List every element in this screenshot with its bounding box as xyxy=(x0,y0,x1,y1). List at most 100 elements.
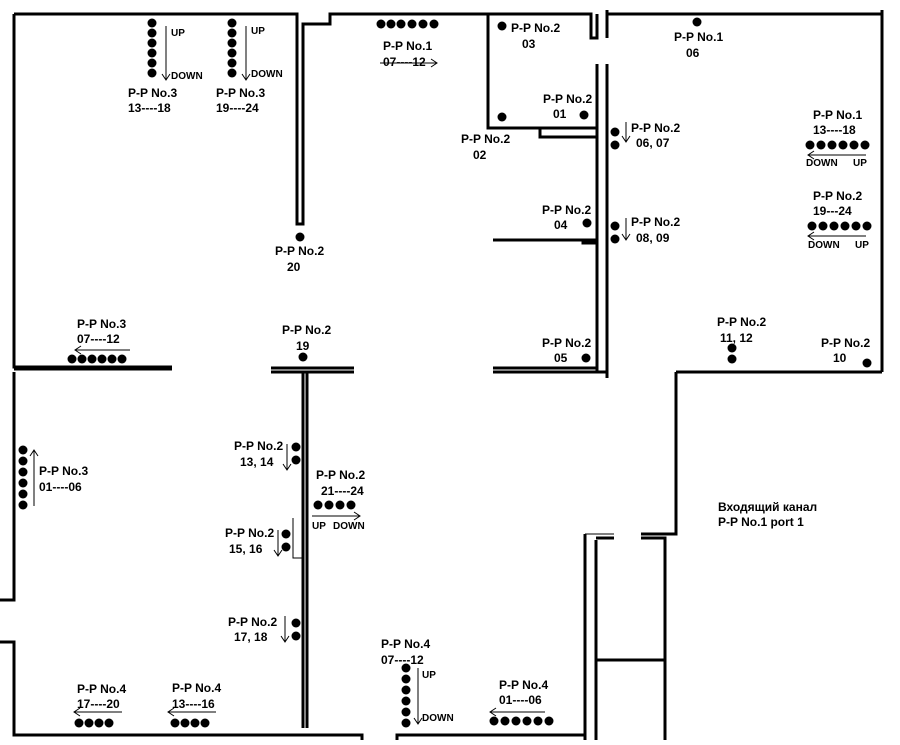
arrow-right-pp1-0712 xyxy=(380,58,438,68)
wall-corridor-right xyxy=(641,372,678,536)
label-up: UP xyxy=(422,670,436,681)
arrow-down-pp4-0712 xyxy=(413,668,423,725)
arrow-down-pp2-0809 xyxy=(621,218,631,241)
label-pp3-0712-name: P-P No.3 xyxy=(77,317,126,331)
label-pp2-2124-name: P-P No.2 xyxy=(316,468,365,482)
arrow-down-pp3-1318 xyxy=(161,26,171,81)
label-pp2-1718-ports: 17, 18 xyxy=(234,630,268,644)
label-pp2-1516-ports: 15, 16 xyxy=(229,542,263,556)
dots-pp1-0712 xyxy=(376,19,439,29)
label-pp2-1112-name: P-P No.2 xyxy=(717,315,766,329)
label-up: UP xyxy=(853,158,867,169)
arrow-left-pp4-1316 xyxy=(167,707,216,717)
label-pp2-0809-ports: 08, 09 xyxy=(636,231,670,245)
wall-room-04-bottom xyxy=(493,238,597,245)
dot-pp2-05 xyxy=(581,353,591,363)
label-pp2-04-ports: 04 xyxy=(554,218,568,232)
label-pp2-10-name: P-P No.2 xyxy=(821,336,870,350)
wall-room-0301 xyxy=(486,14,597,130)
label-down: DOWN xyxy=(171,71,203,82)
label-pp2-1924-ports: 19---24 xyxy=(813,204,852,218)
label-pp3-1318-ports: 13----18 xyxy=(128,101,171,115)
arrow-left-pp4-0106 xyxy=(489,707,545,717)
label-pp2-1718-name: P-P No.2 xyxy=(228,615,277,629)
label-pp2-05-ports: 05 xyxy=(554,351,568,365)
dots-pp1-1318 xyxy=(805,140,870,150)
dots-pp4-1316 xyxy=(170,718,210,728)
label-pp1-1318-ports: 13----18 xyxy=(813,123,856,137)
label-pp2-10-ports: 10 xyxy=(833,351,847,365)
dots-pp2-1924 xyxy=(807,221,872,231)
label-pp2-05-name: P-P No.2 xyxy=(542,336,591,350)
dots-pp3-1924 xyxy=(227,18,237,78)
wall-column-double xyxy=(595,64,609,378)
arrow-left-pp1-1318 xyxy=(807,150,866,160)
label-up: UP xyxy=(312,521,326,532)
label-pp2-01-name: P-P No.2 xyxy=(543,92,592,106)
arrow-down-pp2-1516 xyxy=(273,530,283,557)
dot-pp2-01 xyxy=(579,110,589,120)
label-pp2-2124-ports: 21----24 xyxy=(321,484,364,498)
dots-pp2-2124 xyxy=(313,500,356,510)
wall-block-top xyxy=(596,536,667,740)
label-pp2-1924-name: P-P No.2 xyxy=(813,189,862,203)
dots-pp4-1720 xyxy=(74,718,114,728)
label-pp4-1316-ports: 13----16 xyxy=(172,697,215,711)
label-pp2-02-ports: 02 xyxy=(473,148,487,162)
arrow-down-pp3-1924 xyxy=(241,26,251,81)
dots-pp2-0607 xyxy=(610,127,620,150)
dot-pp2-10 xyxy=(862,358,872,368)
arrow-left-pp4-1720 xyxy=(73,707,122,717)
label-pp1-06-name: P-P No.1 xyxy=(674,30,723,44)
wall-left-lower xyxy=(0,372,16,602)
label-pp1-06-ports: 06 xyxy=(686,46,700,60)
dots-pp2-1718 xyxy=(291,618,301,641)
arrow-up-pp3-0106 xyxy=(29,449,39,506)
label-pp3-1924-name: P-P No.3 xyxy=(216,86,265,100)
label-pp3-1924-ports: 19----24 xyxy=(216,101,259,115)
label-pp2-1314-ports: 13, 14 xyxy=(240,455,274,469)
wall-bottom-step xyxy=(303,733,364,740)
label-pp4-1720-ports: 17----20 xyxy=(77,697,120,711)
dots-pp2-1112 xyxy=(727,343,737,364)
arrow-right-pp2-2124 xyxy=(312,511,361,521)
label-pp2-0607-name: P-P No.2 xyxy=(631,121,680,135)
arrow-down-pp2-1718 xyxy=(280,616,290,643)
dots-pp2-1314 xyxy=(291,442,301,465)
dot-pp2-04 xyxy=(582,218,592,228)
label-down: DOWN xyxy=(333,521,365,532)
label-pp2-1112-ports: 11, 12 xyxy=(720,331,753,345)
wall-block-left xyxy=(583,534,598,740)
label-pp3-1318-name: P-P No.3 xyxy=(128,86,177,100)
label-pp2-0809-name: P-P No.2 xyxy=(631,215,680,229)
label-pp4-0712-ports: 07----12 xyxy=(381,653,424,667)
label-pp4-1316-name: P-P No.4 xyxy=(172,681,221,695)
wall-top-right xyxy=(607,10,884,16)
dot-pp2-02 xyxy=(497,112,507,122)
label-pp1-0712-name: P-P No.1 xyxy=(383,39,432,53)
label-pp2-19-ports: 19 xyxy=(296,339,310,353)
arrow-down-pp2-0607 xyxy=(621,122,631,143)
walls xyxy=(0,10,884,740)
label-down: DOWN xyxy=(808,240,840,251)
label-incoming-line2: P-P No.1 port 1 xyxy=(718,515,804,529)
wall-mid-center xyxy=(271,366,354,374)
dots-pp3-0106 xyxy=(18,445,28,510)
dot-pp2-03 xyxy=(497,21,507,31)
arrow-left-pp3-0712 xyxy=(74,345,130,355)
wall-room-02-top xyxy=(538,128,597,139)
arrows xyxy=(29,26,866,725)
dot-pp2-20 xyxy=(295,232,305,242)
wall-room-05-bottom xyxy=(493,366,607,374)
label-pp2-0607-ports: 06, 07 xyxy=(636,136,670,150)
label-pp2-19-name: P-P No.2 xyxy=(282,323,331,337)
dots-pp2-1516 xyxy=(281,529,291,552)
label-up: UP xyxy=(251,26,265,37)
label-pp4-0712-name: P-P No.4 xyxy=(381,637,430,651)
wall-top-left xyxy=(14,12,599,226)
dot-pp2-19 xyxy=(298,352,308,362)
label-pp4-0106-ports: 01----06 xyxy=(499,693,542,707)
label-pp3-0712-ports: 07----12 xyxy=(77,332,120,346)
dots-pp3-1318 xyxy=(147,18,157,78)
